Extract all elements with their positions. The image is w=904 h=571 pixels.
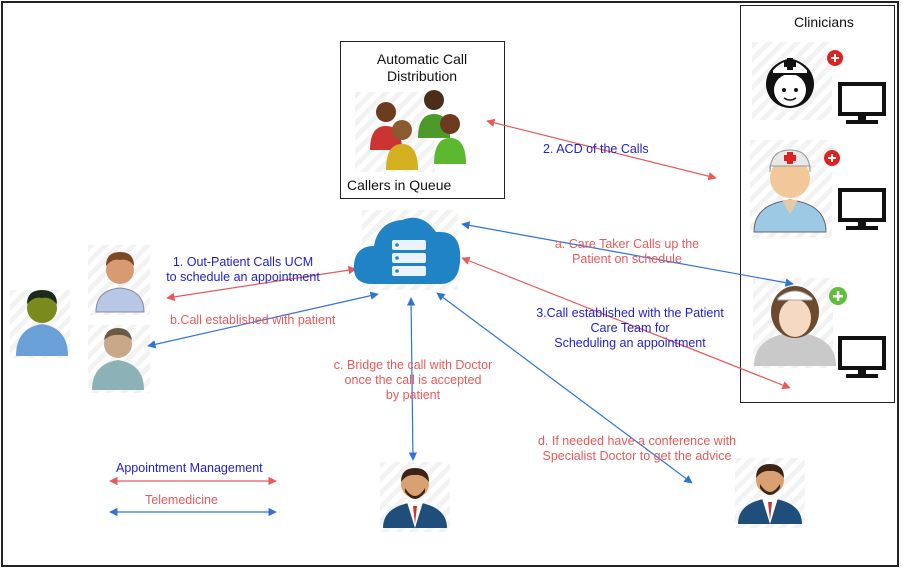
label-caretaker-calls: a. Care Taker Calls up the Patient on sc… bbox=[554, 237, 700, 266]
label-call-established-patient: b.Call established with patient bbox=[170, 313, 336, 327]
patient-icon-grey bbox=[92, 328, 144, 390]
monitor-icon-1 bbox=[838, 82, 886, 124]
legend-telemedicine-label: Telemedicine bbox=[145, 493, 218, 507]
arrow-patient-cloud bbox=[147, 291, 379, 349]
arrow-cloud-specialist bbox=[436, 292, 693, 484]
monitor-icon-2 bbox=[838, 188, 886, 230]
arrow-cloud-doctor bbox=[406, 297, 418, 461]
label-bridge-call: c. Bridge the call with Doctor once the … bbox=[333, 358, 493, 402]
patient-icon-outpatient bbox=[95, 252, 145, 313]
specialist-icon bbox=[738, 464, 802, 524]
monitor-icon-3 bbox=[838, 336, 886, 378]
clinicians-title: Clinicians bbox=[794, 14, 854, 30]
nurse-icon-black bbox=[766, 50, 843, 108]
people-group-icon bbox=[370, 90, 466, 170]
label-call-established-care-team: 3.Call established with the Patient Care… bbox=[536, 306, 724, 350]
doctor-icon-clinician bbox=[753, 149, 840, 233]
label-outpatient-calls: 1. Out-Patient Calls UCM to schedule an … bbox=[166, 255, 320, 284]
acd-box-subtitle: Callers in Queue bbox=[347, 177, 452, 193]
patient-icon-green bbox=[16, 290, 68, 356]
nurse-icon-care-team bbox=[754, 286, 847, 366]
cloud-server-icon bbox=[353, 217, 461, 284]
label-acd-calls: 2. ACD of the Calls bbox=[543, 142, 649, 156]
label-conference: d. If needed have a conference with Spec… bbox=[537, 434, 737, 463]
legend-appointment-label: Appointment Management bbox=[116, 461, 263, 475]
doctor-icon bbox=[383, 468, 447, 528]
acd-box-title: Automatic Call Distribution bbox=[376, 51, 468, 84]
arrow-acd-clinicians bbox=[486, 118, 717, 181]
